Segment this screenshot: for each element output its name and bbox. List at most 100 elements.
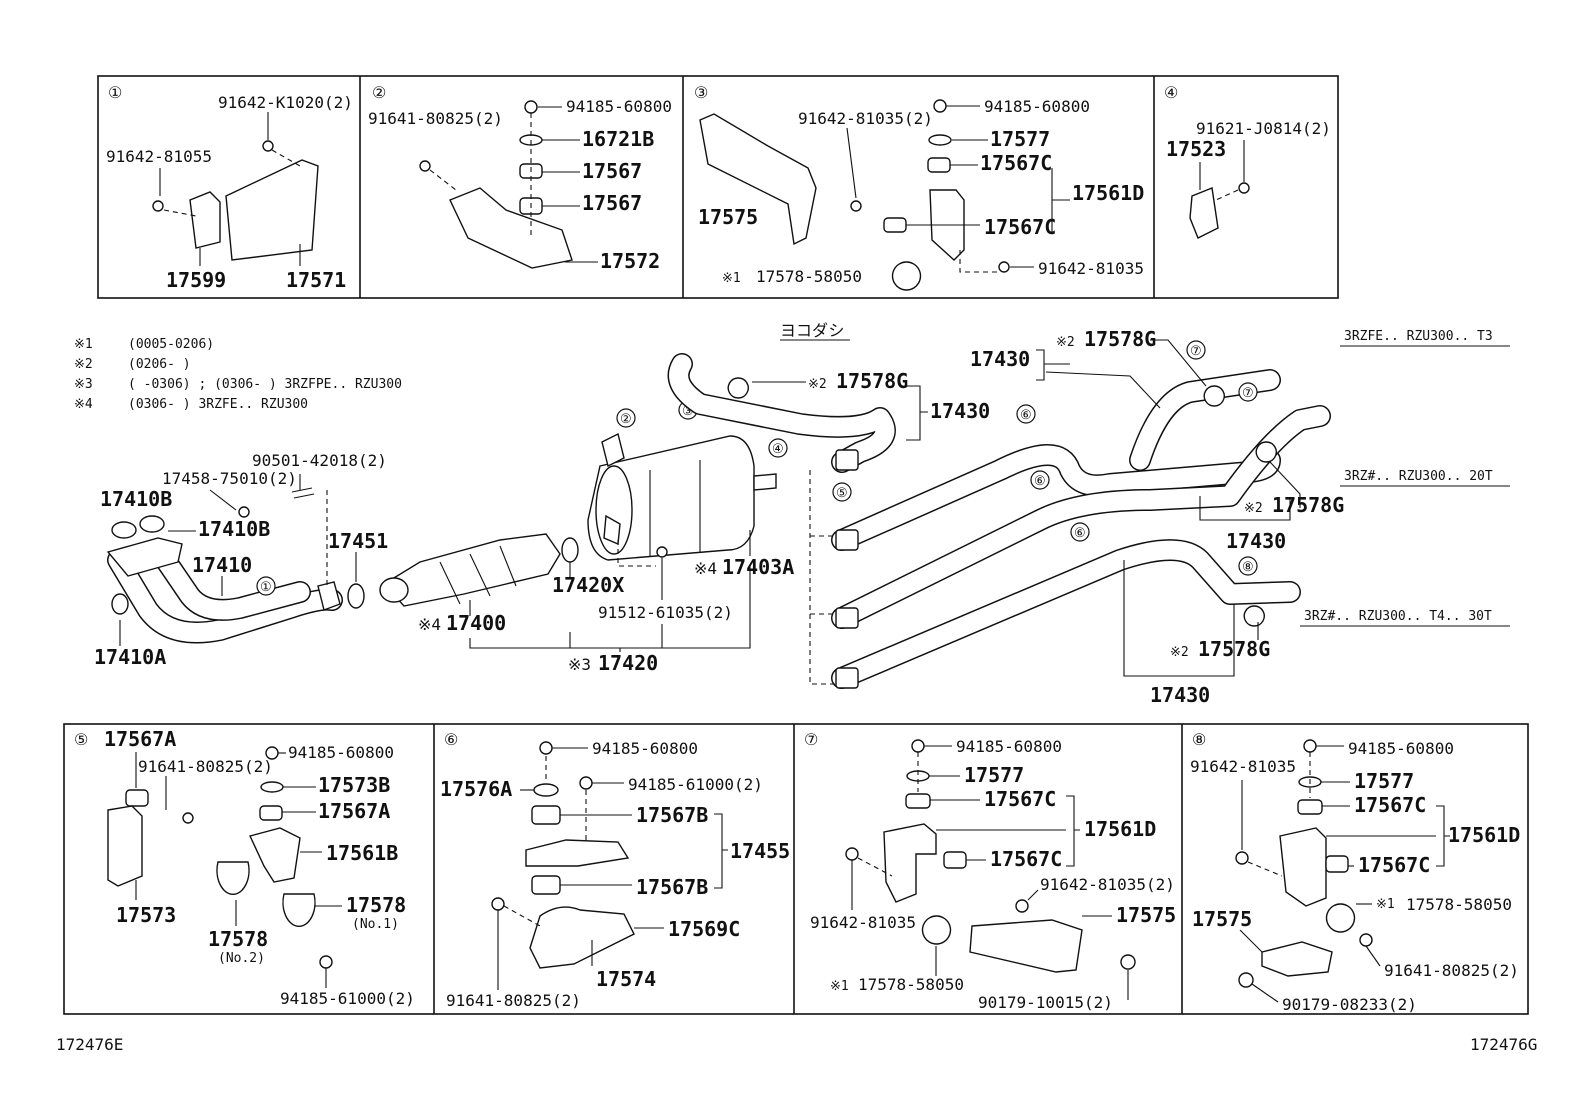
- label-16721B: 16721B: [582, 127, 654, 151]
- label-17410: 17410: [192, 553, 252, 577]
- label-90179-10015: 90179-10015(2): [978, 993, 1113, 1012]
- label-17567-a: 17567: [582, 159, 642, 183]
- label-91642-81055: 91642-81055: [106, 147, 212, 166]
- label-17561D: 17561D: [1448, 823, 1520, 847]
- label-91642-81035-2: 91642-81035(2): [798, 109, 933, 128]
- clamp-17578-no1: [282, 893, 316, 927]
- panel-8: ⑧ 94185-60800 91642-81035 17577 17567C 1…: [1190, 730, 1520, 1014]
- mark-x4-b: ※4: [694, 559, 717, 578]
- panel-2: ② 91641-80825(2) 94185-60800 16721B 1756…: [368, 83, 672, 273]
- label-91641-80825: 91641-80825(2): [368, 109, 503, 128]
- circled-8: ⑧: [1242, 560, 1254, 575]
- label-17567C-a: 17567C: [980, 151, 1052, 175]
- panel-2-number: ②: [372, 83, 386, 102]
- label-17567C-a: 17567C: [984, 787, 1056, 811]
- label-17455: 17455: [730, 839, 790, 863]
- circled-7-a: ⑦: [1190, 344, 1202, 359]
- label-91642-81035: 91642-81035: [1038, 259, 1144, 278]
- label-17420: 17420: [598, 651, 658, 675]
- panel-7-number: ⑦: [804, 730, 818, 749]
- circled-3: ③: [682, 404, 694, 419]
- panel-8-number: ⑧: [1192, 730, 1206, 749]
- panel-4: ④ 91621-J0814(2) 17523: [1164, 83, 1331, 239]
- panel-5: ⑤ 17567A 94185-60800 91641-80825(2) 1757…: [74, 727, 415, 1008]
- bracket-17575-shape-b: [969, 919, 1083, 973]
- label-17575: 17575: [1192, 907, 1252, 931]
- catalytic-converter-17400: [382, 533, 561, 607]
- bracket-17561D-shape-b: [883, 823, 937, 903]
- label-94185-60800: 94185-60800: [956, 737, 1062, 756]
- panel-5-number: ⑤: [74, 730, 88, 749]
- bracket-17574-shape: [529, 906, 635, 969]
- label-17561D: 17561D: [1084, 817, 1156, 841]
- note-2-mark: ※2: [74, 357, 93, 372]
- bracket-17561B-shape: [249, 827, 301, 883]
- label-94185-61000: 94185-61000(2): [280, 989, 415, 1008]
- label-17578-58050: 17578-58050: [1406, 895, 1512, 914]
- label-17430-d: 17430: [1150, 683, 1210, 707]
- label-17578-no2: 17578: [208, 927, 268, 951]
- note-1-mark: ※1: [74, 337, 93, 352]
- label-17577: 17577: [964, 763, 1024, 787]
- label-17569C: 17569C: [668, 917, 740, 941]
- label-17430-b: 17430: [970, 347, 1030, 371]
- label-17567A-top: 17567A: [104, 727, 176, 751]
- note-mark-1-b: ※1: [830, 979, 849, 994]
- label-91641-80825: 91641-80825(2): [138, 757, 273, 776]
- label-94185-60800: 94185-60800: [288, 743, 394, 762]
- bracket-17573-shape: [107, 805, 143, 887]
- label-17458-75010: 17458-75010(2): [162, 469, 297, 488]
- note-4-text: (0306- ) 3RZFE.. RZU300: [128, 397, 308, 412]
- bracket-17561D-shape-c: [1279, 827, 1327, 907]
- label-91642-81035: 91642-81035: [810, 913, 916, 932]
- label-17403A: 17403A: [722, 555, 794, 579]
- panel-1: ① 91642-K1020(2) 91642-81055 17599 17571: [106, 83, 353, 292]
- drawing-code-right: 172476G: [1470, 1035, 1537, 1054]
- variant-label-30t: 3RZ#.. RZU300.. T4.. 30T: [1304, 609, 1492, 624]
- label-94185-60800: 94185-60800: [592, 739, 698, 758]
- mark-x2-b: ※2: [1056, 335, 1075, 350]
- label-94185-61000: 94185-61000(2): [628, 775, 763, 794]
- note-4-mark: ※4: [74, 397, 93, 412]
- label-17451: 17451: [328, 529, 388, 553]
- mark-x3: ※3: [568, 655, 591, 674]
- drawing-code-left: 172476E: [56, 1035, 123, 1054]
- label-17567C-b: 17567C: [990, 847, 1062, 871]
- circled-6-b: ⑥: [1034, 474, 1046, 489]
- label-17577: 17577: [990, 127, 1050, 151]
- label-17576A: 17576A: [440, 777, 512, 801]
- label-90179-08233: 90179-08233(2): [1282, 995, 1417, 1014]
- panel-7: ⑦ 94185-60800 17577 17567C 17561D 17567C…: [804, 730, 1176, 1012]
- clamp-17578-b: [921, 915, 952, 945]
- label-17575: 17575: [698, 205, 758, 229]
- label-17567C-b: 17567C: [984, 215, 1056, 239]
- label-17430-c: 17430: [1226, 529, 1286, 553]
- label-17410B-2: 17410B: [198, 517, 270, 541]
- label-17567C-a: 17567C: [1354, 793, 1426, 817]
- label-17430-a: 17430: [930, 399, 990, 423]
- footnotes: ※1 (0005-0206) ※2 (0206- ) ※3 ( -0306) ;…: [74, 337, 402, 412]
- bracket-17575-shape-c: [1261, 941, 1333, 977]
- circled-2: ②: [620, 412, 632, 427]
- label-17567A: 17567A: [318, 799, 390, 823]
- label-91642-81035-2: 91642-81035(2): [1040, 875, 1175, 894]
- clamp-17578-no2: [216, 861, 250, 895]
- label-17572: 17572: [600, 249, 660, 273]
- variant-label-20t: 3RZ#.. RZU300.. 20T: [1344, 469, 1493, 484]
- bracket-17575-shape: [699, 113, 817, 246]
- clamp-17578-shape: [891, 261, 922, 291]
- label-17573B: 17573B: [318, 773, 390, 797]
- label-91642-K1020: 91642-K1020(2): [218, 93, 353, 112]
- label-17578G-c: 17578G: [1272, 493, 1344, 517]
- label-91621-J0814: 91621-J0814(2): [1196, 119, 1331, 138]
- label-17599: 17599: [166, 268, 226, 292]
- label-91641-80825: 91641-80825(2): [446, 991, 581, 1010]
- label-90501-42018: 90501-42018(2): [252, 451, 387, 470]
- circled-7-b: ⑦: [1242, 386, 1254, 401]
- top-panel-frame: [97, 75, 1339, 299]
- label-94185-60800: 94185-60800: [984, 97, 1090, 116]
- label-17574: 17574: [596, 967, 656, 991]
- variant-label-t3: 3RZFE.. RZU300.. T3: [1344, 329, 1493, 344]
- label-17578G-b: 17578G: [1084, 327, 1156, 351]
- label-17575: 17575: [1116, 903, 1176, 927]
